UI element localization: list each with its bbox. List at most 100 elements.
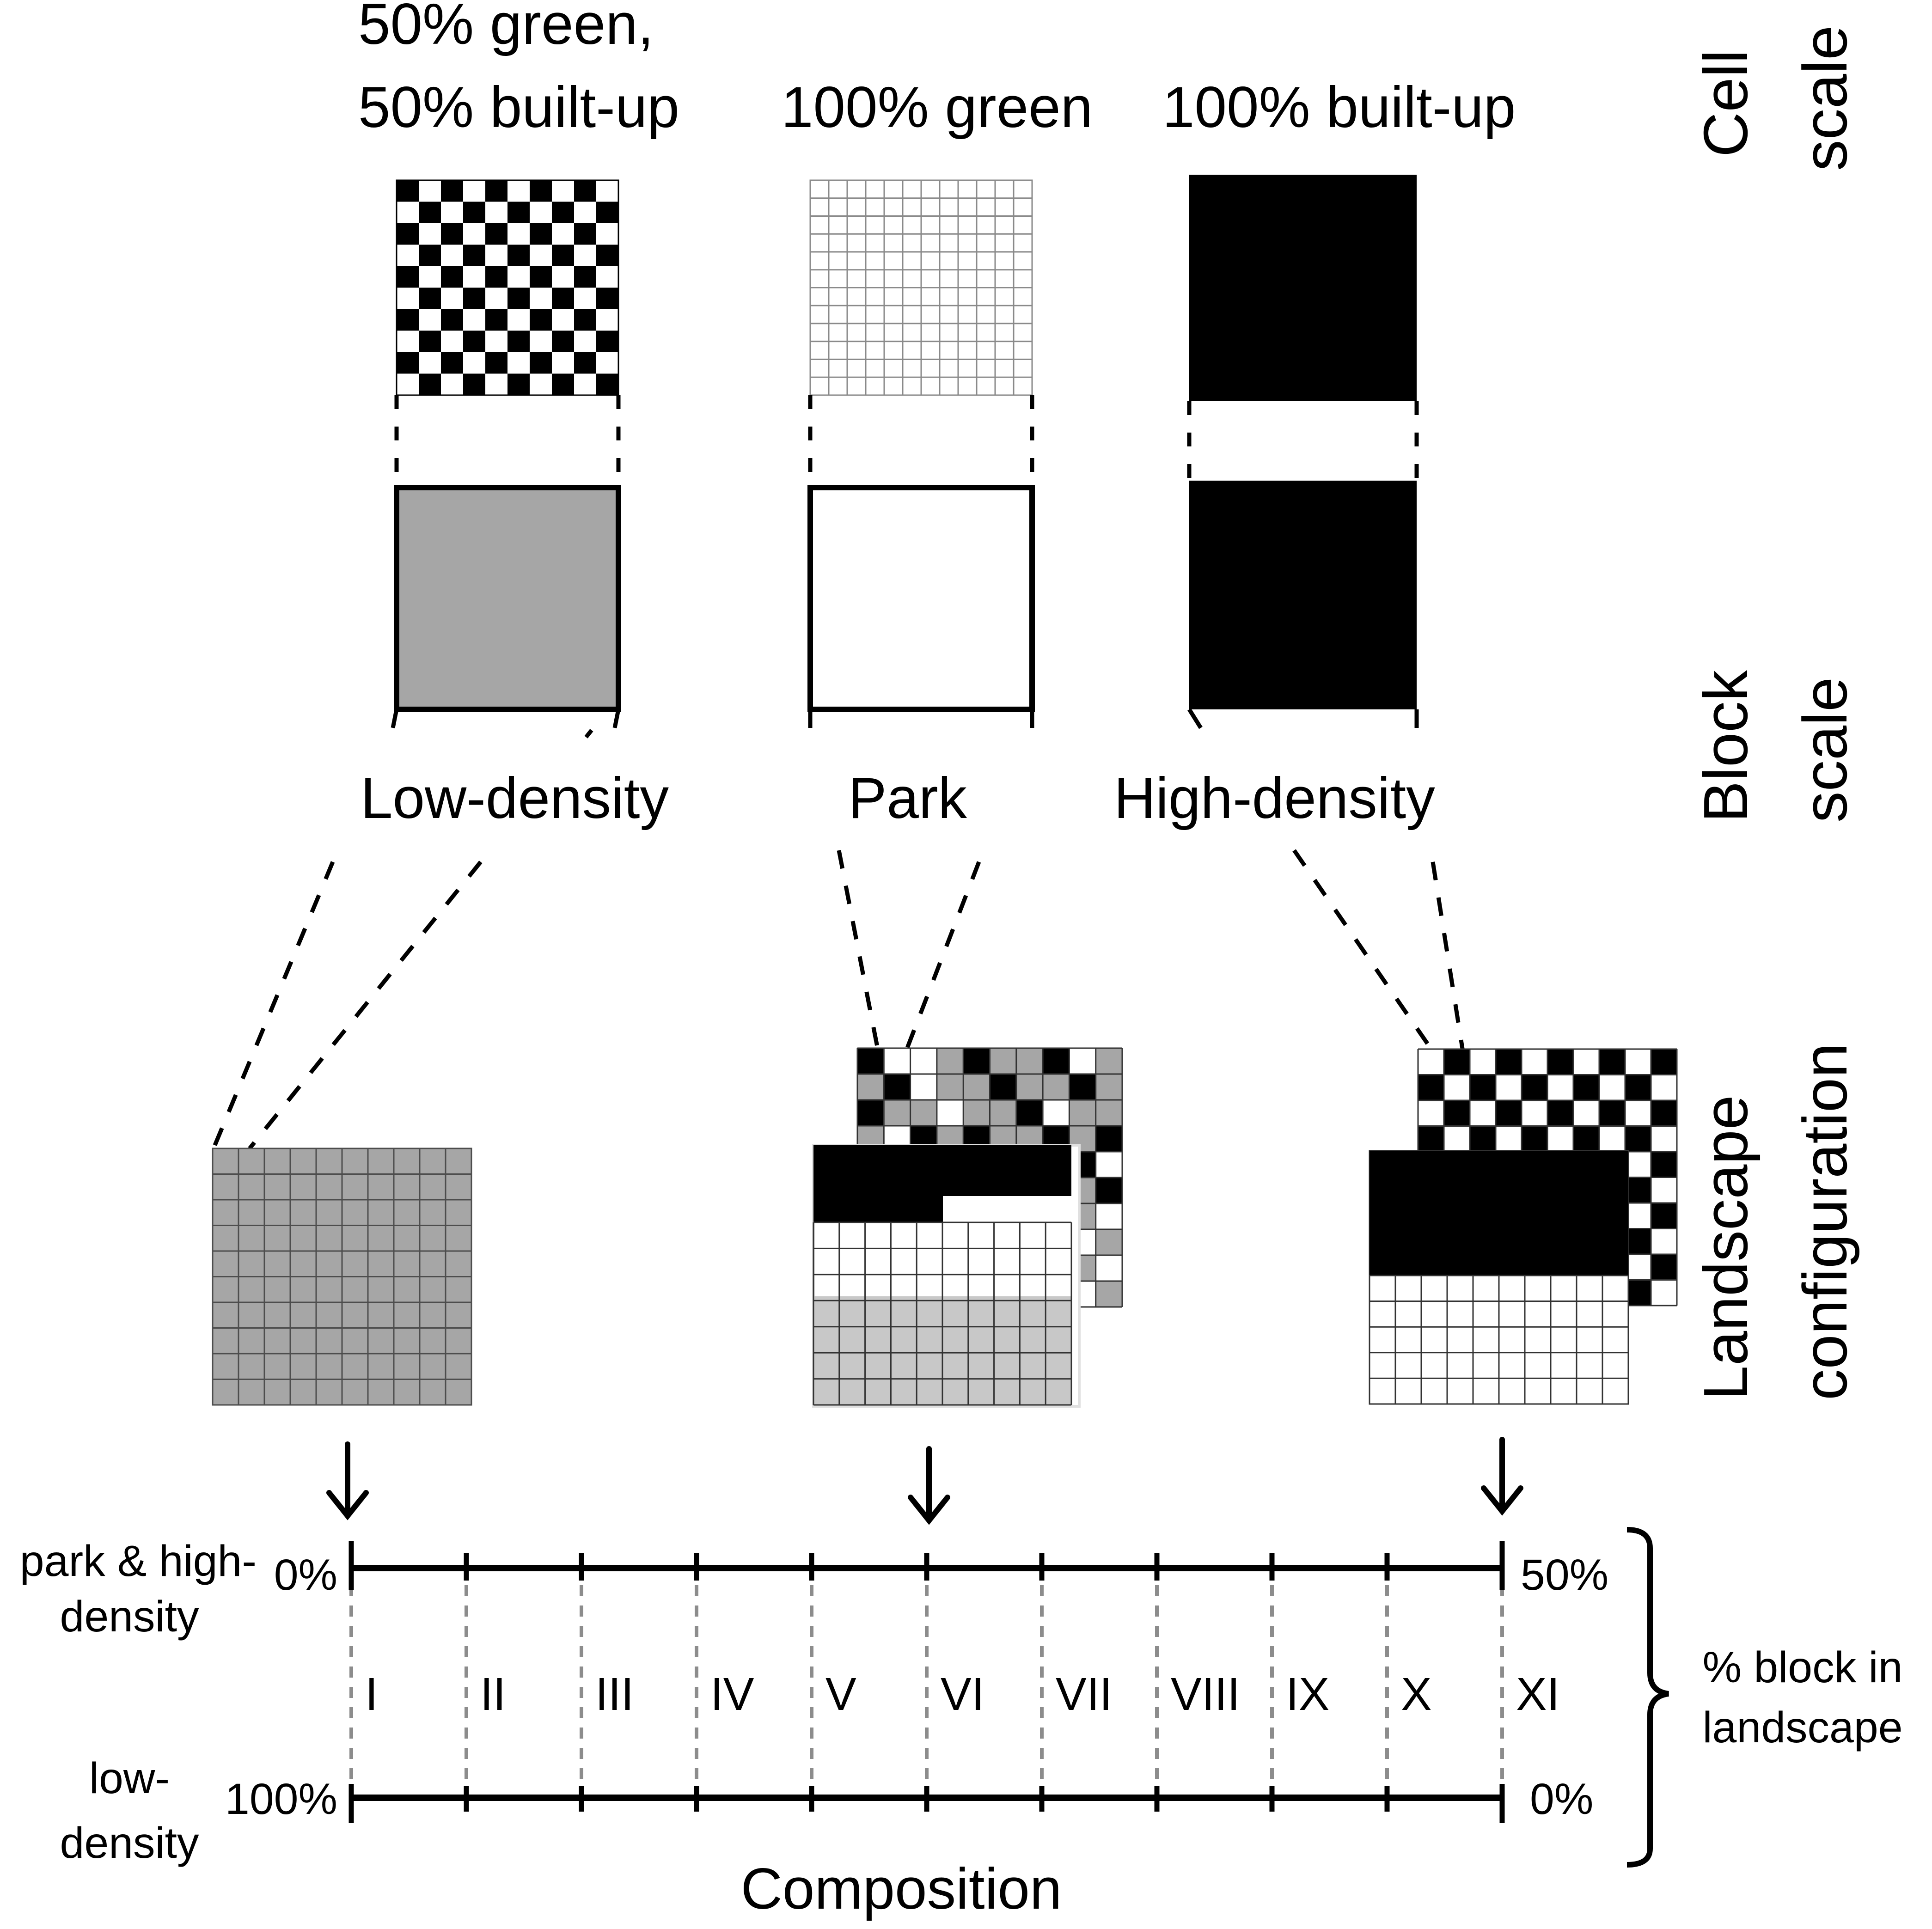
mixed-cell bbox=[1016, 1074, 1043, 1100]
checker-square bbox=[1625, 1126, 1651, 1152]
mixed-cell bbox=[1069, 1048, 1096, 1074]
mixed-cell bbox=[884, 1048, 911, 1074]
mixed-cell bbox=[936, 1074, 964, 1100]
block-scale-label-line2: scale bbox=[1790, 677, 1860, 823]
landscape-mixed-park bbox=[812, 1047, 1123, 1408]
cell-scale-label-line1: Cell bbox=[1691, 49, 1761, 157]
landscape-checker-builtup bbox=[1369, 1048, 1678, 1405]
checker-square bbox=[1651, 1049, 1677, 1075]
checker-square bbox=[1651, 1100, 1677, 1126]
checker-square bbox=[485, 352, 507, 374]
mixed-cell bbox=[1016, 1100, 1043, 1126]
mixed-cell bbox=[936, 1100, 964, 1126]
checker-square bbox=[1625, 1228, 1651, 1254]
checker-square bbox=[485, 223, 507, 245]
mixed-cell bbox=[990, 1074, 1016, 1100]
checker-square bbox=[507, 244, 530, 266]
mixed-cell bbox=[910, 1048, 937, 1074]
mixed-cell bbox=[1095, 1178, 1122, 1203]
checker-square bbox=[530, 309, 552, 331]
mixed-cell bbox=[884, 1100, 911, 1126]
mixed-cell bbox=[1095, 1255, 1122, 1281]
cell-scale-label-line2: scale bbox=[1790, 25, 1860, 171]
checker-square bbox=[1470, 1074, 1496, 1100]
composition-title: Composition bbox=[741, 1857, 1062, 1921]
landscape-label-line2: configuration bbox=[1790, 1043, 1860, 1400]
checker-square bbox=[441, 266, 463, 288]
checker-square bbox=[463, 373, 485, 395]
down-arrows bbox=[326, 1437, 1523, 1525]
checker-square bbox=[485, 309, 507, 331]
mixed-cell bbox=[1095, 1100, 1122, 1126]
checker-square bbox=[552, 244, 574, 266]
block-label-high-density: High-density bbox=[1114, 766, 1435, 830]
checker-square bbox=[530, 223, 552, 245]
checker-square bbox=[1470, 1126, 1496, 1152]
block-label-park: Park bbox=[848, 766, 967, 830]
mixed-cell bbox=[963, 1100, 990, 1126]
checker-square bbox=[1599, 1100, 1625, 1126]
checker-square bbox=[1625, 1280, 1651, 1306]
mixed-cell bbox=[857, 1100, 884, 1126]
composition-numeral: III bbox=[595, 1668, 634, 1720]
composition-numeral: II bbox=[480, 1668, 506, 1720]
mixed-cell bbox=[1043, 1100, 1070, 1126]
checker-square bbox=[397, 266, 419, 288]
checker-square bbox=[463, 201, 485, 223]
mixed-cell bbox=[910, 1074, 937, 1100]
checker-square bbox=[397, 352, 419, 374]
checker-square bbox=[507, 201, 530, 223]
cell-caption-mixed-line2: 50% built-up bbox=[358, 75, 679, 140]
landscape-label-line1: Landscape bbox=[1691, 1095, 1761, 1400]
checker-square bbox=[419, 201, 441, 223]
composition-numeral: VI bbox=[941, 1668, 984, 1720]
mixed-cell bbox=[963, 1048, 990, 1074]
landscape-low-density bbox=[212, 1148, 472, 1406]
brace-label-line2: landscape bbox=[1702, 1703, 1902, 1752]
bottom-axis-end: 0% bbox=[1530, 1775, 1593, 1824]
checker-cell bbox=[396, 179, 619, 396]
bottom-axis-label-line2: density bbox=[60, 1819, 199, 1868]
checker-square bbox=[1625, 1177, 1651, 1203]
mixed-cell bbox=[1016, 1048, 1043, 1074]
checker-square bbox=[596, 244, 618, 266]
checker-square bbox=[463, 287, 485, 309]
composition-numeral: VII bbox=[1056, 1668, 1112, 1720]
mixed-cell bbox=[1095, 1203, 1122, 1229]
cell-caption-mixed-line1: 50% green, bbox=[358, 0, 654, 56]
checker-square bbox=[507, 287, 530, 309]
checker-square bbox=[397, 223, 419, 245]
checker-square bbox=[1444, 1049, 1470, 1075]
mixed-cell bbox=[857, 1048, 884, 1074]
mixed-cell bbox=[1095, 1152, 1122, 1178]
composition-numeral: X bbox=[1401, 1668, 1432, 1720]
green-cell bbox=[809, 179, 1033, 396]
arrow-middle bbox=[908, 1446, 950, 1525]
arrow-right bbox=[1481, 1437, 1523, 1516]
cell-caption-green: 100% green bbox=[781, 75, 1093, 140]
mixed-cell bbox=[1095, 1126, 1122, 1152]
checker-square bbox=[441, 352, 463, 374]
checker-square bbox=[441, 309, 463, 331]
front-layer bbox=[812, 1144, 1081, 1408]
checker-square bbox=[530, 352, 552, 374]
checker-square bbox=[574, 352, 596, 374]
checker-square bbox=[507, 330, 530, 352]
checker-square bbox=[1547, 1100, 1573, 1126]
mixed-cell bbox=[910, 1100, 937, 1126]
mixed-cell bbox=[1043, 1048, 1070, 1074]
mixed-cell bbox=[936, 1048, 964, 1074]
brace-label: % block in landscape bbox=[1702, 1643, 1902, 1752]
park-block bbox=[807, 485, 1035, 712]
checker-square bbox=[552, 201, 574, 223]
checker-square bbox=[1573, 1074, 1599, 1100]
checker-square bbox=[1418, 1074, 1444, 1100]
cell-block-connectors bbox=[394, 395, 1419, 485]
bottom-axis-start: 100% bbox=[225, 1775, 337, 1824]
checker-square bbox=[1496, 1049, 1522, 1075]
row-labels: Cell scale Block scale Landscape configu… bbox=[1691, 25, 1860, 1400]
axis-labels: park & high- density 0% 50% low- density… bbox=[20, 1537, 1608, 1868]
checker-square bbox=[397, 180, 419, 202]
checker-square bbox=[507, 373, 530, 395]
